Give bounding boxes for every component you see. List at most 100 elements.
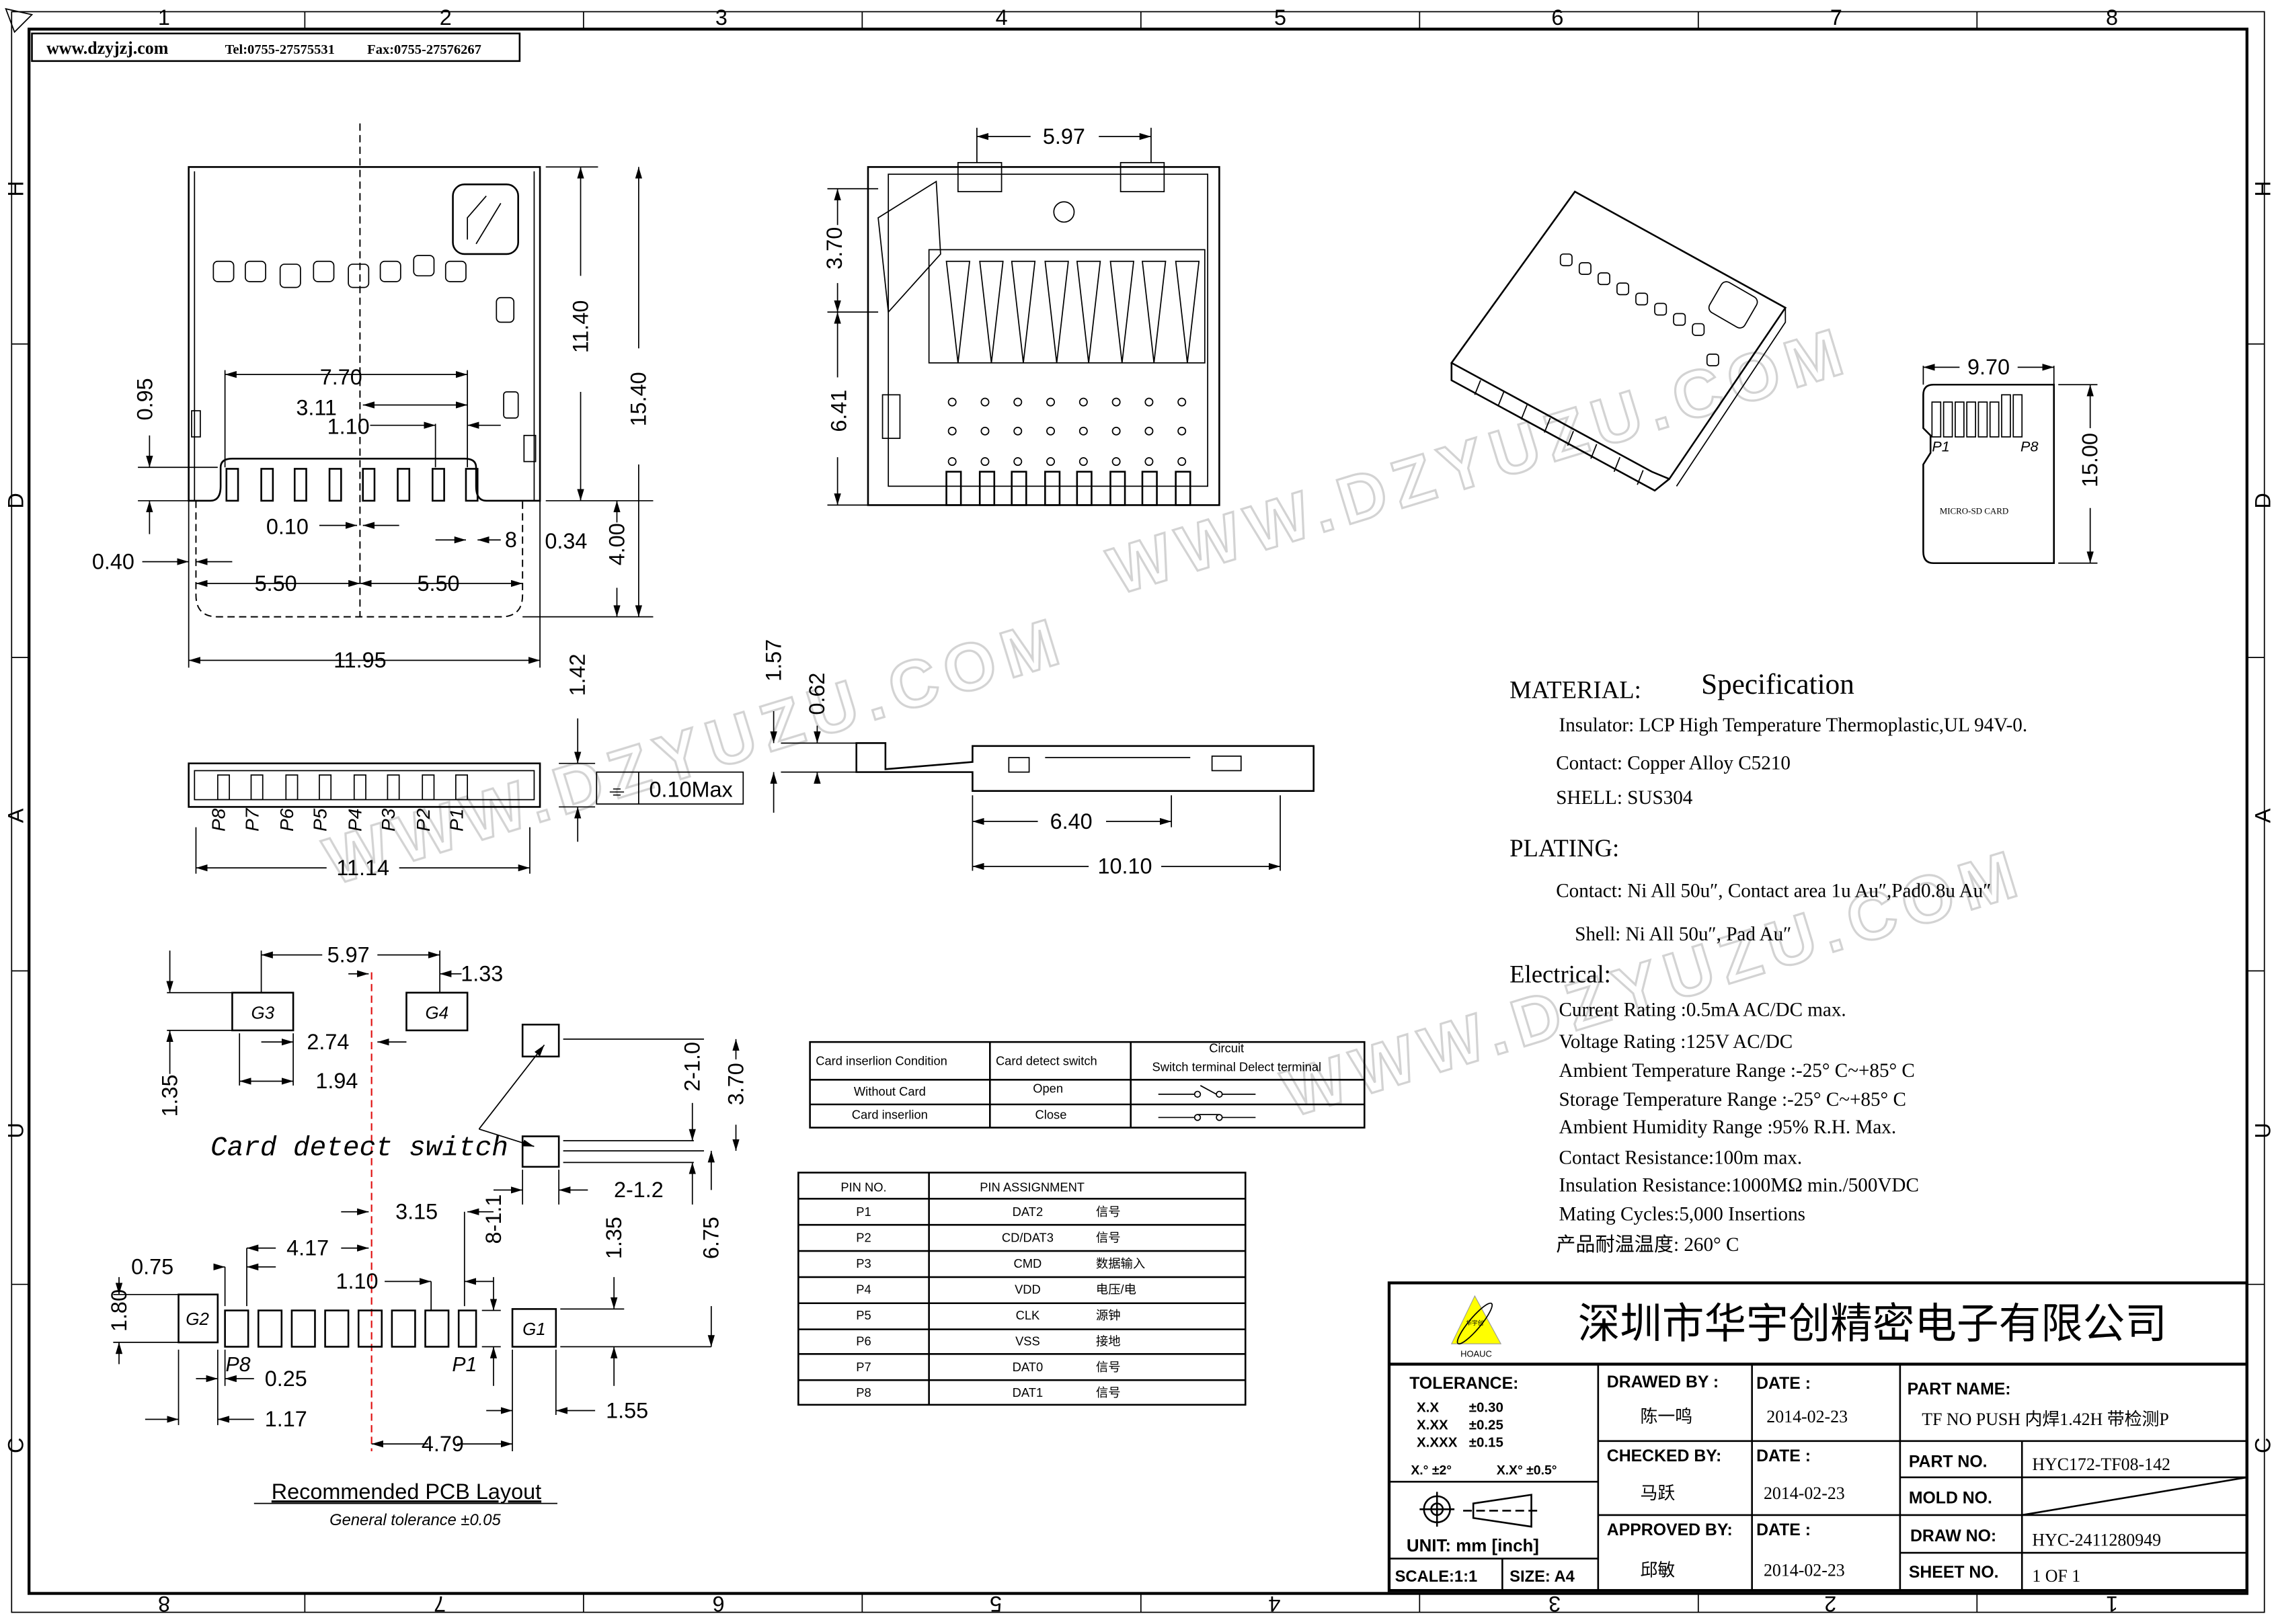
dimension-label: 0.75 [131,1255,173,1279]
switch-state-table: Card inserlion Condition Card detect swi… [809,1041,1366,1129]
dimension-label: 0.95 [133,378,157,420]
dimension-label: 4.00 [604,523,629,565]
mold-no-label: MOLD NO. [1909,1490,1992,1508]
flatness-tolerance: 0.10Max [649,777,732,801]
pin-label: P1 [446,809,467,831]
pad-label: G4 [426,1004,449,1023]
company-name: 深圳市华宇创精密电子有限公司 [1578,1301,2167,1348]
grid-row-label: H [4,181,28,196]
tolerance-value: ±0.30 [1469,1400,1503,1416]
dimension-label: 2.74 [307,1030,349,1054]
pin-description: 接地 [1096,1334,1121,1348]
dimension-label: 0.34 [545,529,587,553]
pin-signal: VDD [1015,1283,1041,1297]
spec-line: Contact: Ni All 50u″, Contact area 1u Au… [1556,880,1991,901]
dimension-label: 0.10 [266,515,309,539]
pin-description: 源钟 [1096,1308,1121,1322]
checked-by-label: CHECKED BY: [1607,1447,1721,1465]
dimension-label: 4.17 [286,1236,329,1260]
contact-hole [980,426,990,436]
svg-text:WWW.DZYUZU.COM: WWW.DZYUZU.COM [1100,313,1859,609]
grid-row-label: C [4,1438,28,1453]
card-pin8-label: P8 [2020,438,2038,455]
contact-hole [1144,457,1154,466]
spec-line: Mating Cycles:5,000 Insertions [1559,1204,1805,1225]
pad-label: G1 [522,1320,546,1339]
pin-label: P6 [276,808,297,831]
table-cell: Without Card [854,1084,926,1098]
spec-line: Contact Resistance:100m max. [1559,1147,1803,1169]
website-link[interactable]: www.dzyjzj.com [46,38,169,58]
spec-line: SHELL: SUS304 [1556,787,1693,809]
contact-hole [1111,397,1121,407]
dimension-label: 1.33 [461,962,503,986]
pin-number: P8 [856,1385,871,1399]
grid-col-label: 1 [158,5,170,30]
grid-row-label: D [4,493,28,508]
spec-line: Current Rating :0.5mA AC/DC max. [1559,999,1846,1020]
title-block: 华宇创 HOAUC 深圳市华宇创精密电子有限公司 TOLERANCE: X.X … [1387,1281,2248,1592]
dimension-label: 1.57 [761,639,785,682]
contact-hole [1013,426,1023,436]
grid-col-label: 7 [434,1592,446,1616]
card-width-dimension: 9.70 [1967,355,2010,379]
contact-hole [947,426,957,436]
contact-hole [1144,426,1154,436]
contact-hole [1013,397,1023,407]
dimension-label: 0.25 [265,1367,307,1391]
spec-line: Insulator: LCP High Temperature Thermopl… [1559,715,2028,736]
drawed-date: 2014-02-23 [1766,1407,1848,1426]
part-name-label: PART NAME: [1908,1381,2011,1399]
projection-symbol-icon [1419,1492,1539,1528]
table-header: Card detect switch [996,1054,1097,1068]
pin-label: P8 [208,808,229,831]
pin-signal: DAT0 [1013,1360,1044,1374]
table-cell: Open [1033,1082,1063,1096]
contact-hole [1078,457,1088,466]
contact-hole [1046,397,1056,407]
spec-line: Insulation Resistance:1000MΩ min./500VDC [1559,1175,1919,1196]
spec-line: Shell: Ni All 50u″, Pad Au″ [1575,924,1791,945]
grid-row-label: C [2250,1438,2275,1453]
pin-label: P5 [310,808,331,831]
draw-no-label: DRAW NO: [1910,1527,1996,1545]
spec-line: 产品耐温温度: 260° C [1556,1233,1739,1256]
pad-label: P8 [226,1354,251,1376]
spec-line: Voltage Rating :125V AC/DC [1559,1031,1793,1053]
grid-row-label: H [2250,181,2275,196]
pin-description: 信号 [1096,1385,1121,1399]
contact-hole [1078,426,1088,436]
contact-hole [1078,397,1088,407]
dimension-label: 7.70 [320,365,362,389]
pin-label: P4 [345,809,366,831]
flatness-symbol: ⌯ [609,780,624,801]
approved-by-label: APPROVED BY: [1607,1521,1733,1539]
pin-description: 信号 [1096,1205,1121,1219]
dimension-label: 2-1.0 [680,1042,705,1092]
contact-hole [1177,426,1187,436]
pin-number: P2 [856,1231,871,1245]
logo-cn: 华宇创 [1466,1319,1483,1326]
dimension-label: 6.40 [1050,809,1093,834]
tolerance-value: ±0.15 [1469,1434,1503,1450]
dimension-label: 3.11 [296,396,337,420]
pin-signal: CLK [1016,1308,1040,1322]
table-header: PIN NO. [840,1180,886,1194]
pcb-layout: 5.97 1.33 2.74 1.94 1.35 2-1.0 3.70 2-1.… [107,942,748,1529]
table-header: Circuit [1209,1041,1244,1055]
dimension-label: 11.40 [568,300,592,354]
contact-hole [1177,457,1187,466]
pin-number: P6 [856,1334,871,1348]
date-label: DATE : [1756,1447,1811,1465]
grid-col-label: 6 [1551,5,1563,30]
dimension-label: 1.94 [315,1069,358,1093]
pin-description: 信号 [1096,1231,1121,1245]
pin-number: P5 [856,1308,871,1322]
dimension-label: 0.62 [805,673,829,715]
pin-signal: DAT1 [1013,1385,1044,1399]
contact-hole [947,397,957,407]
grid-col-label: 3 [715,5,728,30]
grid-col-label: 7 [1830,5,1842,30]
underside-view: 5.97 3.70 6.41 [822,124,1220,506]
